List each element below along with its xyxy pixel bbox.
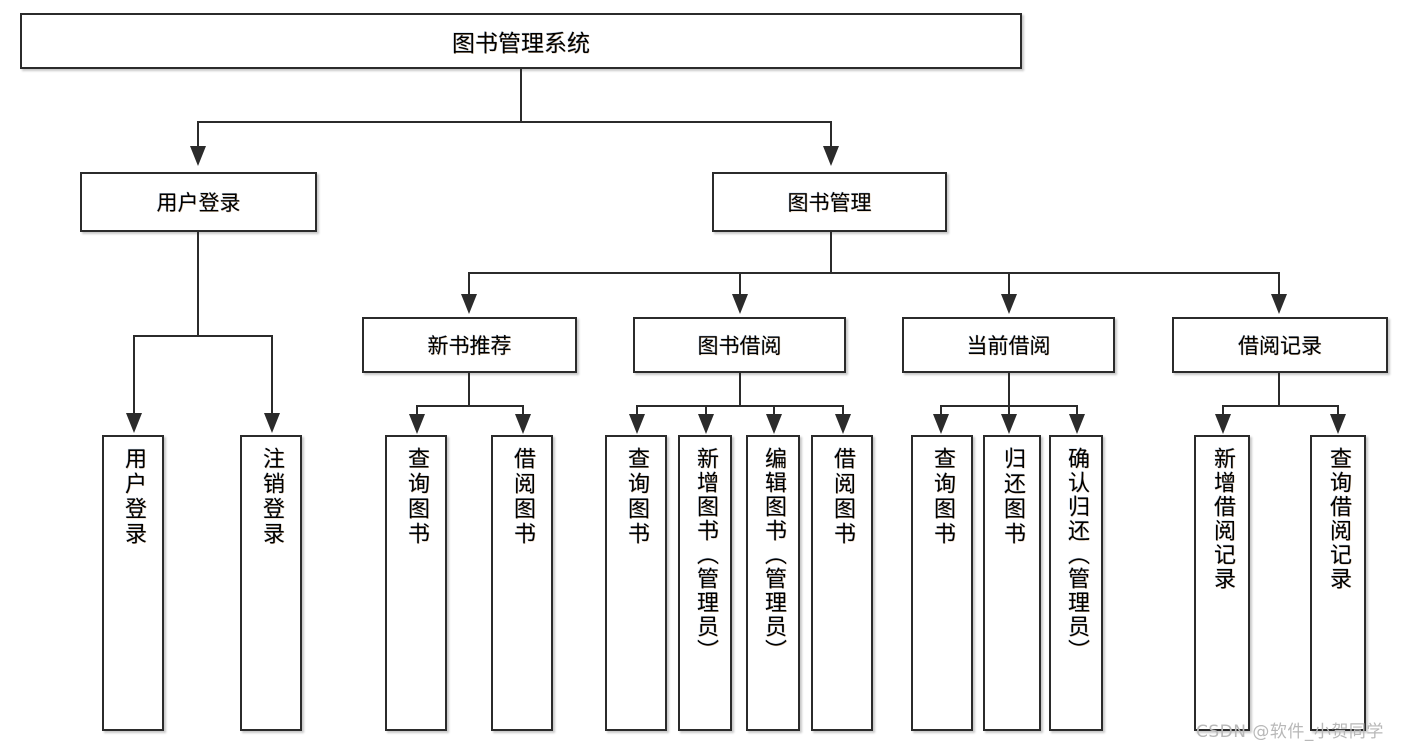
node-leaf-query-record[interactable]: 查询借阅记录 bbox=[1310, 435, 1366, 731]
arrow-to-borrow-record bbox=[1271, 294, 1287, 314]
node-label: 用户登录 bbox=[120, 447, 146, 547]
connector-bb-drop-1 bbox=[636, 405, 638, 417]
connector-br-drop-2 bbox=[1337, 405, 1339, 417]
node-leaf-return-book[interactable]: 归还图书 bbox=[983, 435, 1041, 731]
arrow-to-current-borrow bbox=[1001, 294, 1017, 314]
connector-cb-drop-1 bbox=[940, 405, 942, 417]
node-label: 查询图书 bbox=[929, 447, 955, 547]
arrow-to-leaf-return-book bbox=[1001, 414, 1017, 434]
node-leaf-borrow-book-1[interactable]: 借阅图书 bbox=[491, 435, 553, 731]
node-label: 借阅记录 bbox=[1238, 334, 1322, 358]
arrow-to-leaf-borrow-book-1 bbox=[515, 414, 531, 434]
connector-user-login-drop-1 bbox=[133, 335, 135, 415]
node-label: 确认归还（管理员） bbox=[1063, 447, 1089, 663]
connector-current-borrow-stem bbox=[1008, 373, 1010, 406]
arrow-to-leaf-query-book-2 bbox=[629, 414, 645, 434]
connector-cb-drop-3 bbox=[1076, 405, 1078, 417]
node-label: 当前借阅 bbox=[966, 334, 1051, 358]
connector-bb-drop-4 bbox=[842, 405, 844, 417]
node-label: 图书管理系统 bbox=[452, 31, 590, 57]
node-label: 查询图书 bbox=[623, 447, 649, 547]
node-leaf-add-book[interactable]: 新增图书（管理员） bbox=[678, 435, 732, 731]
node-root-book-management-system[interactable]: 图书管理系统 bbox=[20, 13, 1022, 69]
connector-book-borrow-stem bbox=[739, 373, 741, 406]
node-label: 用户登录 bbox=[156, 191, 241, 215]
connector-new-book-drop-1 bbox=[416, 405, 418, 417]
arrow-to-leaf-query-book-1 bbox=[409, 414, 425, 434]
node-label: 图书管理 bbox=[787, 191, 872, 215]
connector-new-book-stem bbox=[468, 373, 470, 406]
node-current-borrow[interactable]: 当前借阅 bbox=[902, 317, 1115, 373]
connector-borrow-record-stem bbox=[1278, 373, 1280, 406]
node-book-management[interactable]: 图书管理 bbox=[712, 172, 947, 232]
arrow-to-leaf-edit-book bbox=[766, 414, 782, 434]
node-label: 注销登录 bbox=[258, 447, 284, 547]
node-label: 新增图书（管理员） bbox=[692, 447, 718, 663]
connector-root-bar bbox=[197, 121, 832, 123]
connector-bm-drop-book-borrow bbox=[739, 272, 741, 296]
connector-root-stem bbox=[520, 69, 522, 122]
connector-bb-drop-2 bbox=[705, 405, 707, 417]
node-label: 借阅图书 bbox=[509, 447, 535, 547]
node-label: 编辑图书（管理员） bbox=[760, 447, 786, 663]
connector-bm-drop-borrow-record bbox=[1278, 272, 1280, 296]
arrow-to-leaf-confirm-return bbox=[1069, 414, 1085, 434]
node-new-book-recommend[interactable]: 新书推荐 bbox=[362, 317, 577, 373]
arrow-to-book-borrow bbox=[732, 294, 748, 314]
arrow-to-leaf-borrow-book-2 bbox=[835, 414, 851, 434]
node-user-login[interactable]: 用户登录 bbox=[80, 172, 317, 232]
node-leaf-confirm-return[interactable]: 确认归还（管理员） bbox=[1049, 435, 1103, 731]
node-borrow-record[interactable]: 借阅记录 bbox=[1172, 317, 1388, 373]
connector-new-book-drop-2 bbox=[522, 405, 524, 417]
node-leaf-query-book-1[interactable]: 查询图书 bbox=[385, 435, 447, 731]
node-label: 借阅图书 bbox=[829, 447, 855, 547]
node-leaf-user-logout[interactable]: 注销登录 bbox=[240, 435, 302, 731]
node-leaf-query-book-3[interactable]: 查询图书 bbox=[911, 435, 973, 731]
node-book-borrow[interactable]: 图书借阅 bbox=[633, 317, 846, 373]
connector-bm-drop-current-borrow bbox=[1008, 272, 1010, 296]
node-leaf-edit-book[interactable]: 编辑图书（管理员） bbox=[746, 435, 800, 731]
arrow-to-leaf-query-record bbox=[1330, 414, 1346, 434]
arrow-to-leaf-user-logout bbox=[264, 413, 280, 433]
connector-bm-drop-new-book bbox=[468, 272, 470, 296]
connector-user-login-bar bbox=[133, 335, 273, 337]
connector-user-login-drop-2 bbox=[271, 335, 273, 415]
connector-root-to-book-management bbox=[830, 121, 832, 148]
node-label: 归还图书 bbox=[999, 447, 1025, 547]
arrow-to-leaf-user-login bbox=[126, 413, 142, 433]
arrow-to-leaf-query-book-3 bbox=[933, 414, 949, 434]
connector-book-management-stem bbox=[830, 232, 832, 273]
connector-bb-drop-3 bbox=[773, 405, 775, 417]
connector-root-to-user-login bbox=[197, 121, 199, 148]
connector-borrow-record-bar bbox=[1222, 405, 1339, 407]
csdn-watermark: CSDN @软件_小贺同学 bbox=[1196, 722, 1384, 742]
arrow-root-to-user-login bbox=[190, 146, 206, 166]
node-label: 查询图书 bbox=[403, 447, 429, 547]
connector-user-login-stem bbox=[197, 232, 199, 336]
arrow-to-new-book-recommend bbox=[461, 294, 477, 314]
connector-book-management-bar bbox=[468, 272, 1280, 274]
node-leaf-user-login[interactable]: 用户登录 bbox=[102, 435, 164, 731]
arrow-to-leaf-add-book bbox=[698, 414, 714, 434]
connector-new-book-bar bbox=[416, 405, 524, 407]
connector-br-drop-1 bbox=[1222, 405, 1224, 417]
arrow-to-leaf-add-record bbox=[1215, 414, 1231, 434]
arrow-root-to-book-management bbox=[823, 146, 839, 166]
node-label: 新增借阅记录 bbox=[1209, 447, 1235, 591]
connector-book-borrow-bar bbox=[636, 405, 844, 407]
node-label: 图书借阅 bbox=[697, 334, 782, 358]
node-leaf-borrow-book-2[interactable]: 借阅图书 bbox=[811, 435, 873, 731]
node-leaf-query-book-2[interactable]: 查询图书 bbox=[605, 435, 667, 731]
node-label: 新书推荐 bbox=[427, 334, 512, 358]
node-label: 查询借阅记录 bbox=[1325, 447, 1351, 591]
connector-cb-drop-2 bbox=[1008, 405, 1010, 417]
node-leaf-add-record[interactable]: 新增借阅记录 bbox=[1194, 435, 1250, 731]
